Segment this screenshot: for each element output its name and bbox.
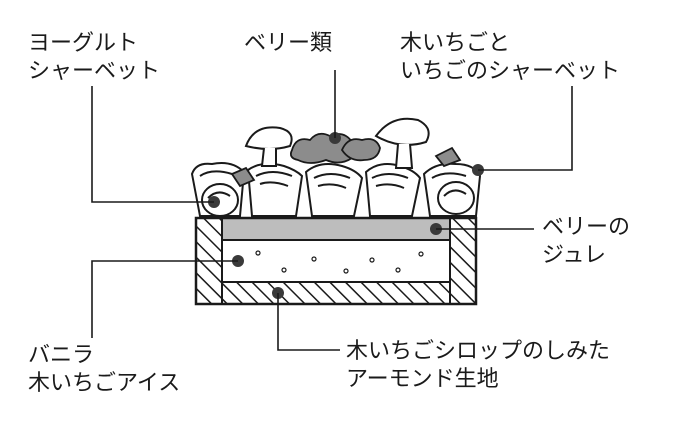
berry-clusters — [230, 132, 462, 188]
sherbet-roll — [246, 162, 304, 217]
almond-base-layer — [221, 281, 451, 305]
yogurt-ball-left — [201, 183, 239, 217]
leader-vanilla — [91, 260, 238, 338]
vanilla-ice-layer — [221, 239, 451, 283]
leader-yogurt — [91, 86, 214, 203]
container-right-wall — [449, 217, 477, 305]
label-almond-line2: アーモンド生地 — [346, 367, 499, 392]
container-glass — [194, 216, 478, 306]
label-vanilla-line2: 木いちごアイス — [28, 371, 181, 396]
label-jelly-line1: ベリーの — [542, 215, 631, 240]
berry-piece-right — [434, 146, 462, 168]
label-yogurt-line2: シャーベット — [28, 59, 161, 84]
label-jelly-line2: ジュレ — [542, 243, 607, 268]
label-strawberry-sherbet: 木いちごと いちごのシャーベット — [400, 30, 620, 86]
label-strawberry-line1: 木いちごと — [400, 31, 511, 56]
berry-piece-left — [230, 166, 256, 188]
label-berry-jelly: ベリーの ジュレ — [542, 214, 630, 270]
ice-bubbles — [255, 250, 424, 274]
label-vanilla-ice: バニラ 木いちごアイス — [28, 342, 180, 398]
label-berries-line1: ベリー類 — [244, 31, 333, 56]
label-strawberry-line2: いちごのシャーベット — [400, 59, 621, 84]
berry-cluster-right — [340, 138, 381, 162]
toppings-top — [244, 117, 430, 169]
label-yogurt-line1: ヨーグルト — [28, 31, 139, 56]
label-almond-line1: 木いちごシロップのしみた — [346, 339, 611, 364]
leader-strawberry-sherbet — [478, 86, 573, 171]
berry-jelly-layer — [221, 217, 451, 241]
sherbet-roll — [364, 163, 422, 217]
sherbet-roll — [304, 163, 364, 217]
label-yogurt-sherbet: ヨーグルト シャーベット — [28, 30, 160, 86]
yogurt-balls — [201, 181, 475, 217]
label-vanilla-line1: バニラ — [28, 343, 95, 368]
leader-lines — [91, 70, 573, 351]
yogurt-ball-right — [437, 181, 475, 215]
meringue-left — [244, 126, 293, 150]
label-berries: ベリー類 — [244, 30, 332, 58]
leader-almond — [277, 293, 340, 351]
meringue-right — [374, 117, 430, 146]
label-almond-base: 木いちごシロップのしみた アーモンド生地 — [346, 338, 610, 394]
